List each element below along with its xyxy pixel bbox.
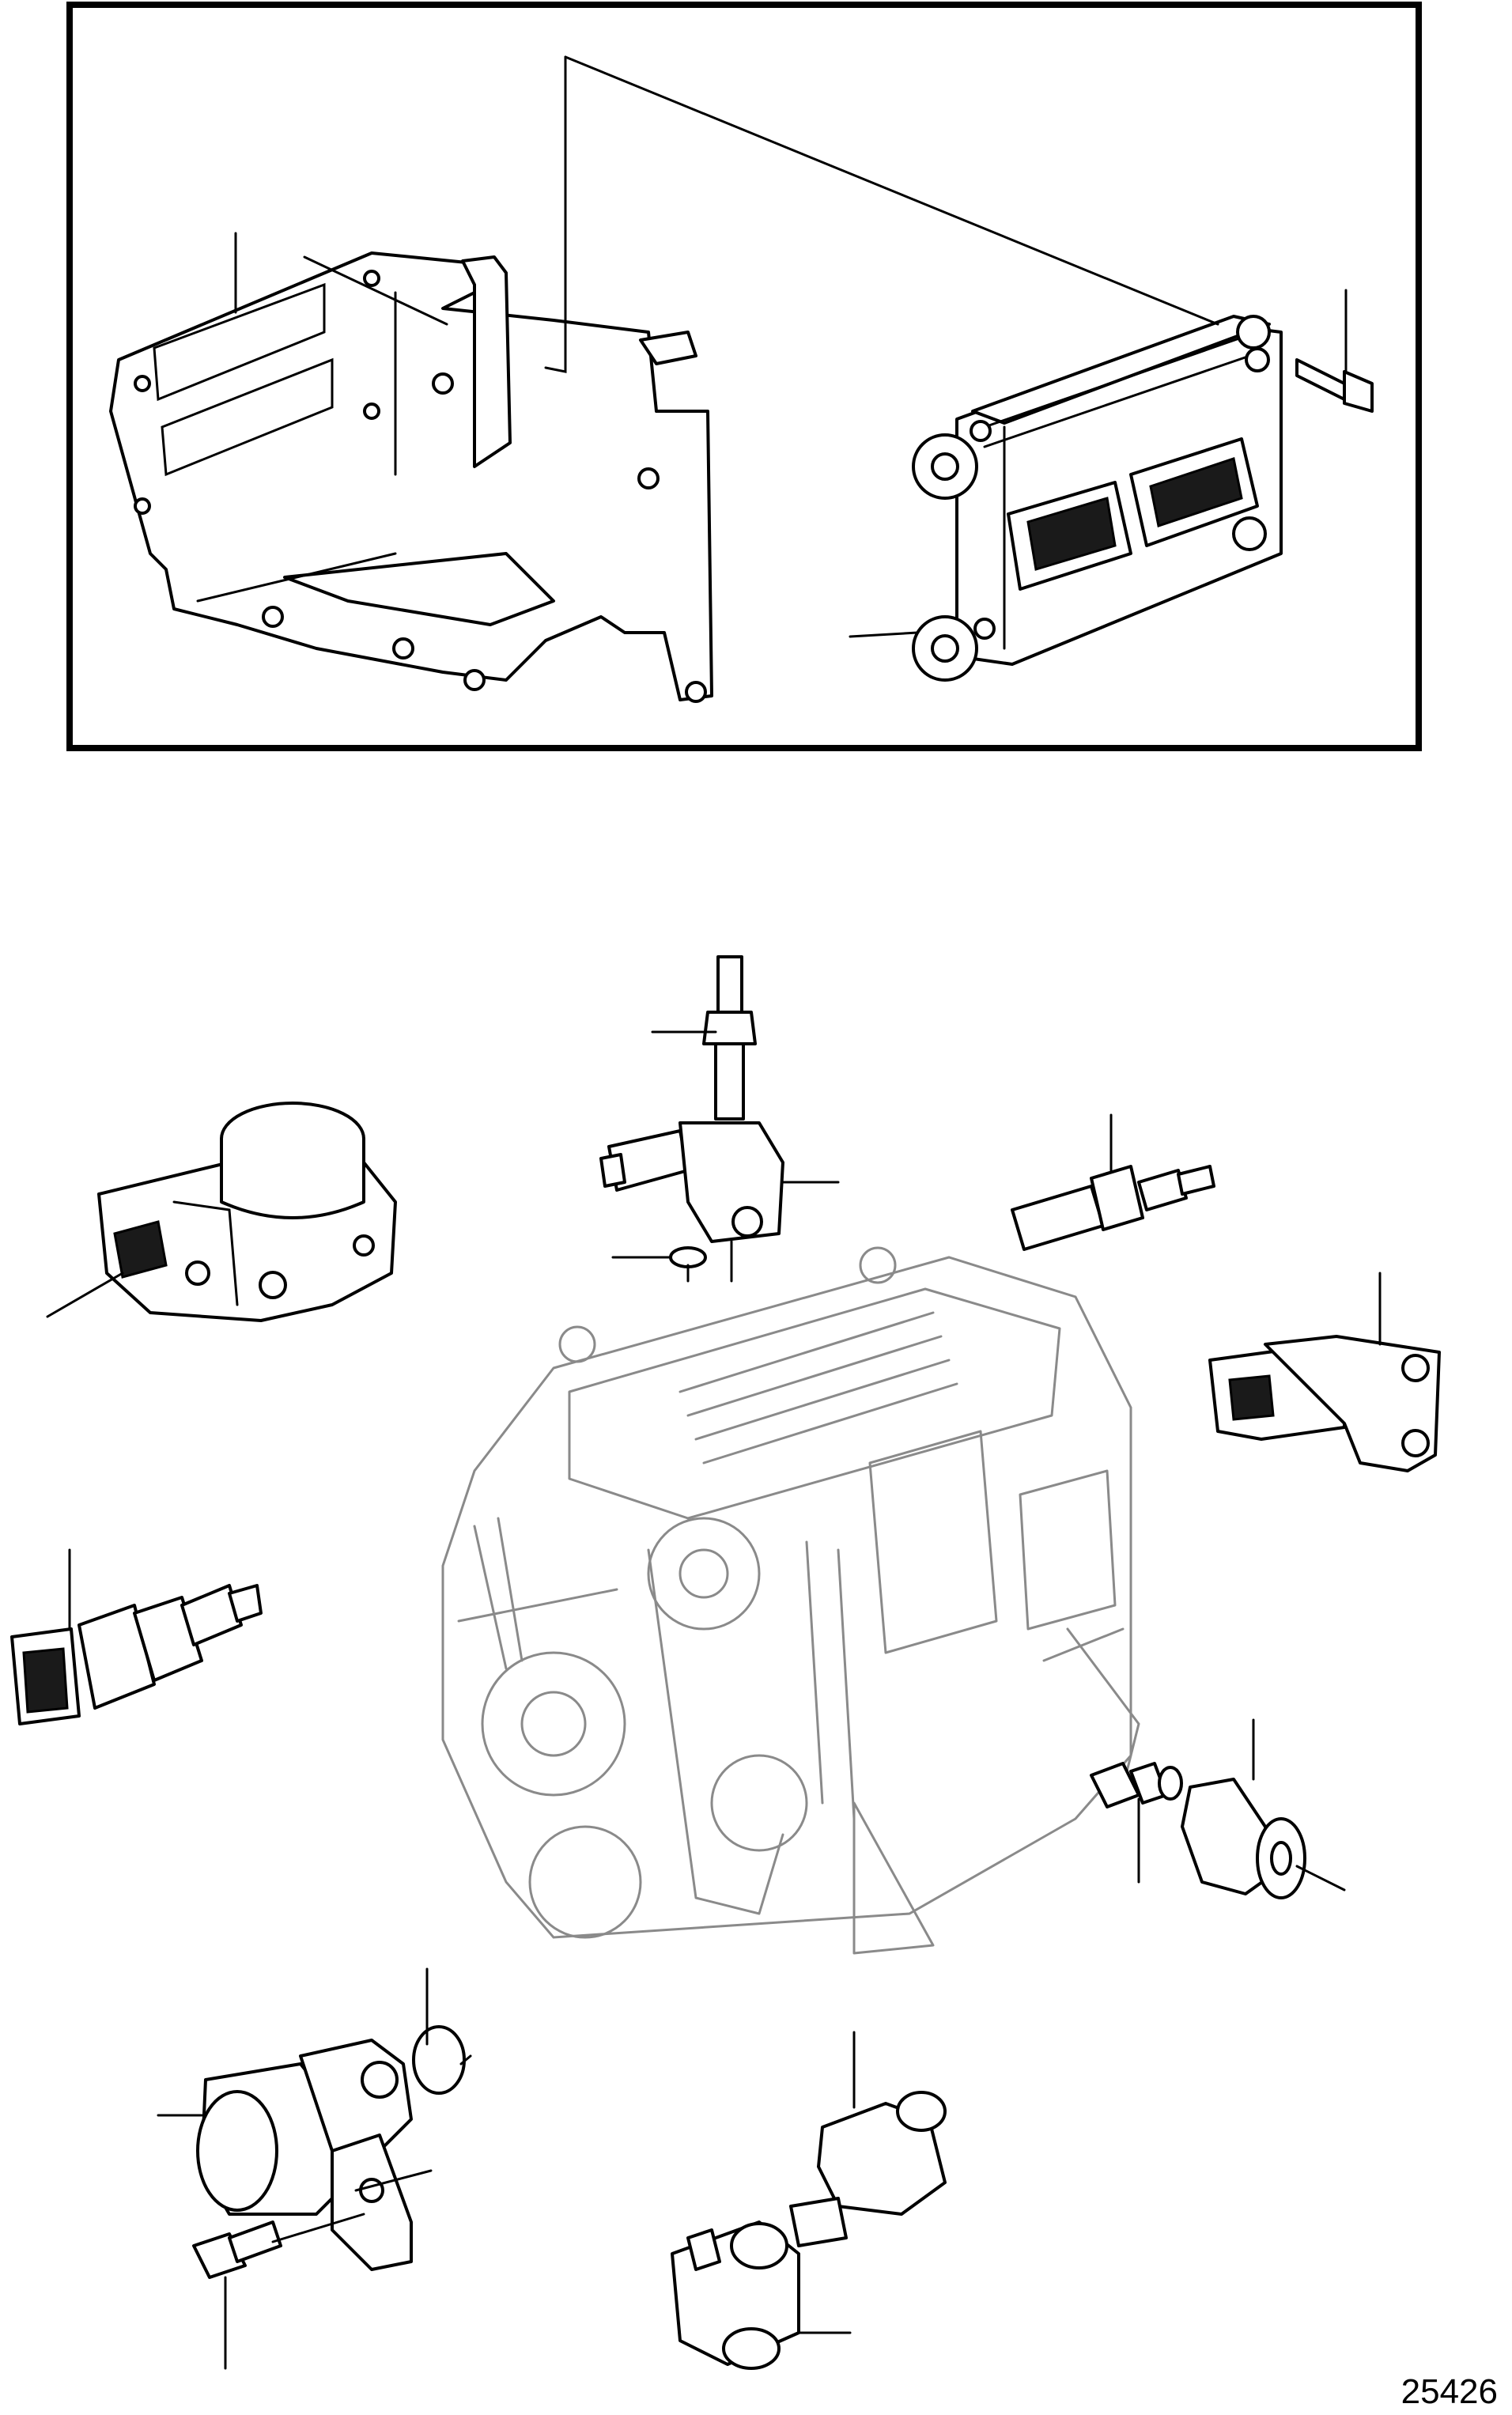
leader-lines-parts	[46, 1030, 1382, 2370]
leader-lines-top	[234, 55, 1348, 638]
oil-pressure-sensor	[1090, 1762, 1306, 1899]
ecu-bracket	[109, 251, 713, 703]
camshaft-sensor	[599, 1121, 784, 1243]
figure-number: 25426	[1400, 2372, 1498, 2411]
throttle-body	[97, 1102, 397, 1322]
knock-sensor	[1208, 1335, 1441, 1472]
crankshaft-sensor	[196, 2039, 413, 2271]
temperature-sender	[1011, 1165, 1215, 1251]
engine-overview	[441, 1246, 1140, 1955]
pressure-sensor	[789, 2091, 947, 2247]
bottom-screw	[192, 2220, 282, 2279]
ecu-assembly-frame	[66, 2, 1422, 751]
t-fitting	[671, 2220, 800, 2370]
ecu-unit	[912, 315, 1283, 682]
coolant-temp-sensor	[10, 1584, 263, 1725]
o-ring	[669, 1246, 707, 1268]
o-ring-bottom	[412, 2025, 466, 2095]
stud-bolt	[702, 955, 757, 1121]
screw	[1295, 358, 1374, 413]
